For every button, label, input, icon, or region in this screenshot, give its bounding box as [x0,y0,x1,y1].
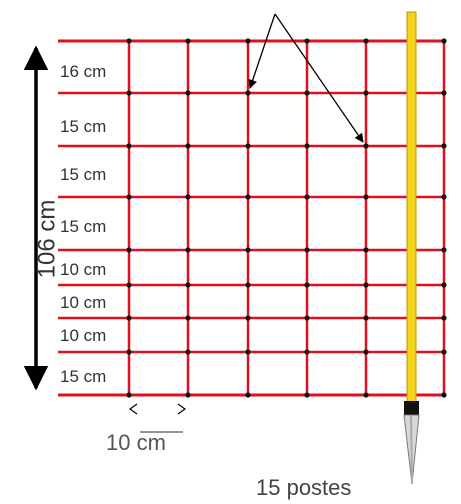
knot [441,143,447,149]
row-label-3: 15 cm [58,165,109,184]
knot [304,392,310,398]
vertical-stays [127,41,446,395]
knot [441,315,447,321]
knot [363,282,369,288]
knot [363,38,369,44]
knot [185,247,191,253]
horizontal-wires [58,39,446,397]
knot [126,282,132,288]
knot [185,143,191,149]
knot [304,194,310,200]
knot [126,194,132,200]
knot [441,282,447,288]
knot [363,349,369,355]
knot [245,392,251,398]
knot [245,282,251,288]
knot [304,282,310,288]
knot-pointer-arrows [248,13,364,143]
knot [304,90,310,96]
knot [126,38,132,44]
post-shaft [406,11,417,403]
knots [126,38,447,398]
knot [185,282,191,288]
spacing-marks [128,403,187,415]
knot [126,392,132,398]
knot [245,247,251,253]
knot [126,349,132,355]
knot [185,194,191,200]
post-cap [404,401,419,415]
knot [126,247,132,253]
pointer-arrow-right [274,13,364,143]
row-label-5: 10 cm [58,260,109,279]
row-label-1: 16 cm [58,62,109,81]
knot [363,194,369,200]
knot [363,143,369,149]
knot [126,90,132,96]
pointer-arrow-left [248,13,276,89]
knot [441,349,447,355]
row-label-2: 15 cm [58,117,109,136]
row-label-6: 10 cm [58,293,109,312]
total-height-label: 106 cm [33,199,61,279]
knot [185,349,191,355]
knot [441,90,447,96]
knot [245,194,251,200]
knot [304,38,310,44]
post-spike-shade [410,415,413,483]
knot [304,315,310,321]
knot [363,90,369,96]
knot [126,143,132,149]
knot [126,315,132,321]
knot [441,392,447,398]
knot [441,38,447,44]
knot [185,315,191,321]
knot [245,349,251,355]
spacing-mark-right [177,403,187,415]
knot [363,315,369,321]
row-label-8: 15 cm [58,367,109,386]
knot [441,194,447,200]
knot [363,392,369,398]
knot [185,38,191,44]
knot [245,143,251,149]
knot [363,247,369,253]
fence-post [403,11,420,485]
row-label-4: 15 cm [58,217,109,236]
knot [304,349,310,355]
knot [304,247,310,253]
knot [304,143,310,149]
knot [185,392,191,398]
knot [441,247,447,253]
stay-spacing-label: 10 cm [106,430,166,455]
knot [245,315,251,321]
knot [245,38,251,44]
spacing-mark-left [128,403,138,415]
knot [245,90,251,96]
row-label-7: 10 cm [58,326,109,345]
posts-count-label: 15 postes [256,475,352,500]
knot [185,90,191,96]
